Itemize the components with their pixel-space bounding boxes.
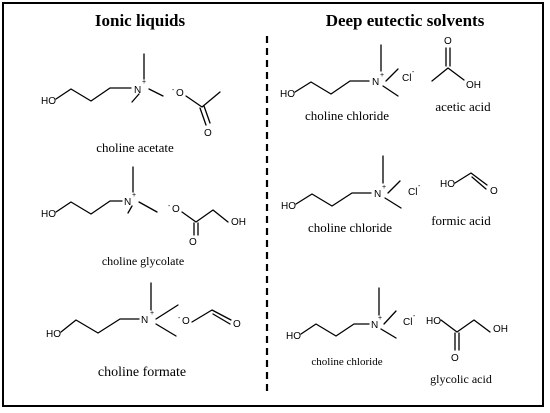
- methyl-bond: [131, 93, 140, 103]
- compound-name: acetic acid: [435, 99, 491, 114]
- compound-name: formic acid: [431, 213, 491, 228]
- choline-acetate-structure: HO N + - O O: [41, 53, 221, 139]
- hydroxyl-label: OH: [466, 80, 481, 91]
- positive-charge: +: [380, 72, 384, 79]
- nitrogen-label: N: [141, 315, 148, 326]
- positive-charge: +: [132, 192, 136, 199]
- hydroxyl-label: HO: [281, 201, 296, 212]
- positive-charge: +: [378, 315, 382, 322]
- choline-chain: [294, 80, 370, 95]
- positive-charge: +: [382, 184, 386, 191]
- nitrogen-label: N: [134, 85, 141, 96]
- choline-chain: [60, 318, 140, 334]
- methyl-bond: [384, 197, 402, 209]
- hydroxyl-label: OH: [493, 324, 508, 335]
- compound-name: choline formate: [98, 365, 186, 380]
- negative-charge: -: [168, 203, 171, 210]
- glycolic-acid-structure: HO O OH: [426, 316, 508, 364]
- hydroxyl-label: HO: [426, 316, 441, 327]
- acetate-bonds: [185, 91, 221, 108]
- negative-charge: -: [413, 313, 416, 320]
- choline-chloride-structure: HO N + Cl -: [286, 287, 416, 342]
- methyl-bond: [155, 304, 179, 320]
- compound-name: choline chloride: [305, 108, 389, 123]
- ionic-liquids-heading: Ionic liquids: [95, 11, 186, 30]
- oxygen-label: O: [451, 353, 459, 364]
- oxygen-label: O: [204, 128, 212, 139]
- choline-chain: [55, 87, 132, 102]
- acid-bonds: [454, 172, 488, 186]
- oxygen-label: O: [182, 316, 190, 327]
- methyl-bond: [387, 180, 401, 194]
- figure-frame: [2, 2, 544, 407]
- hydroxyl-label: HO: [46, 329, 61, 340]
- formic-acid-structure: HO O: [440, 172, 498, 197]
- compound-name: choline chloride: [308, 220, 392, 235]
- oxygen-label: O: [444, 36, 452, 47]
- negative-charge: -: [178, 315, 181, 322]
- choline-chain: [300, 323, 370, 337]
- methyl-bond: [148, 88, 164, 97]
- compound-name: choline acetate: [96, 140, 174, 155]
- methyl-bond: [383, 310, 397, 325]
- methyl-bond: [155, 323, 177, 337]
- positive-charge: +: [150, 310, 154, 317]
- choline-glycolate-structure: HO N + - O O OH: [41, 166, 246, 248]
- nitrogen-label: N: [371, 320, 378, 331]
- formate-bonds: [191, 309, 232, 323]
- oxygen-label: O: [233, 319, 241, 330]
- chloride-label: Cl: [408, 187, 417, 198]
- choline-chloride-structure: HO N + Cl -: [280, 44, 415, 100]
- nitrogen-label: N: [372, 77, 379, 88]
- carbonyl-bond: [212, 313, 231, 325]
- choline-chain: [55, 200, 123, 215]
- choline-chain: [295, 192, 372, 207]
- methyl-bond: [138, 201, 158, 213]
- compound-name: choline chloride: [311, 356, 382, 368]
- positive-charge: +: [142, 79, 146, 86]
- negative-charge: -: [412, 69, 415, 76]
- hydroxyl-label: HO: [440, 179, 455, 190]
- negative-charge: -: [172, 87, 175, 94]
- acid-bonds: [431, 67, 465, 82]
- choline-chloride-structure: HO N + Cl -: [281, 155, 421, 212]
- methyl-bond: [382, 85, 399, 97]
- compound-name: choline glycolate: [102, 254, 184, 268]
- carbonyl-bond: [199, 107, 207, 126]
- hydroxyl-label: OH: [231, 217, 246, 228]
- methyl-bond: [380, 328, 397, 339]
- methyl-bond: [385, 68, 399, 82]
- choline-formate-structure: HO N + - O O: [46, 282, 241, 340]
- chloride-label: Cl: [402, 73, 411, 84]
- hydroxyl-label: HO: [286, 331, 301, 342]
- carbonyl-bond: [471, 176, 487, 190]
- negative-charge: -: [418, 183, 421, 190]
- carbonyl-bond: [203, 105, 211, 124]
- methyl-bond: [127, 205, 133, 214]
- glycolic-chain: [440, 319, 491, 333]
- compound-name: glycolic acid: [430, 372, 492, 386]
- hydroxyl-label: HO: [41, 96, 56, 107]
- glycolate-chain: [181, 209, 229, 223]
- nitrogen-label: N: [124, 197, 131, 208]
- oxygen-label: O: [172, 204, 180, 215]
- des-heading: Deep eutectic solvents: [326, 11, 485, 30]
- oxygen-label: O: [176, 88, 184, 99]
- hydroxyl-label: HO: [280, 89, 295, 100]
- chloride-label: Cl: [403, 317, 412, 328]
- oxygen-label: O: [189, 237, 197, 248]
- nitrogen-label: N: [374, 189, 381, 200]
- acetic-acid-structure: O OH: [431, 36, 481, 91]
- hydroxyl-label: HO: [41, 209, 56, 220]
- oxygen-label: O: [490, 186, 498, 197]
